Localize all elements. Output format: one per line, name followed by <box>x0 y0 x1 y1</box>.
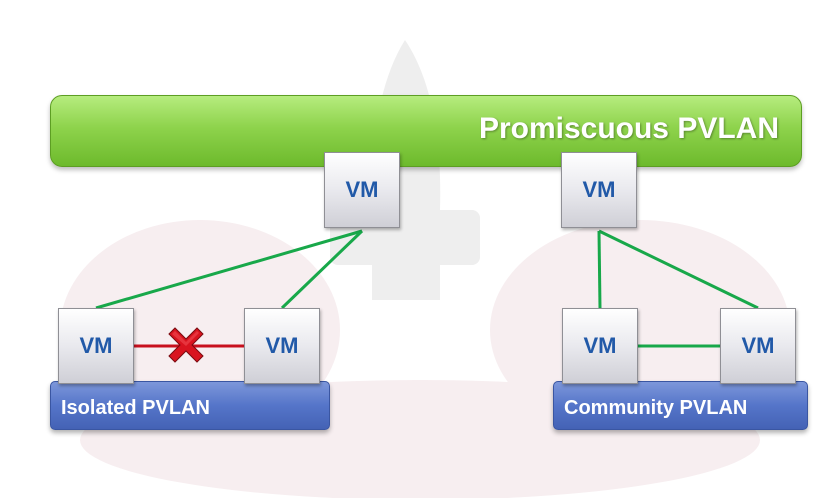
community-pvlan-bar: Community PVLAN <box>553 381 808 430</box>
link-community2-promisc2 <box>598 229 759 310</box>
vm-isolated-2: VM <box>244 308 320 384</box>
vm-promiscuous-2: VM <box>561 152 637 228</box>
vm-community-1: VM <box>562 308 638 384</box>
link-community1-promisc2 <box>597 230 602 309</box>
vm-label: VM <box>345 177 379 202</box>
red-x-icon <box>168 327 204 363</box>
isolated-pvlan-bar: Isolated PVLAN <box>50 381 330 430</box>
vm-promiscuous-1: VM <box>324 152 400 228</box>
promiscuous-pvlan-bar: Promiscuous PVLAN <box>50 95 802 167</box>
vm-label: VM <box>79 333 113 358</box>
promiscuous-pvlan-label: Promiscuous PVLAN <box>478 112 779 145</box>
link-isolated2-promisc1 <box>280 229 364 310</box>
link-isolated1-promisc1 <box>95 229 363 310</box>
vm-label: VM <box>582 177 616 202</box>
vm-label: VM <box>741 333 775 358</box>
vm-label: VM <box>265 333 299 358</box>
isolated-pvlan-label: Isolated PVLAN <box>61 397 210 419</box>
vm-community-2: VM <box>720 308 796 384</box>
vm-label: VM <box>583 333 617 358</box>
community-pvlan-label: Community PVLAN <box>564 397 748 419</box>
vm-isolated-1: VM <box>58 308 134 384</box>
